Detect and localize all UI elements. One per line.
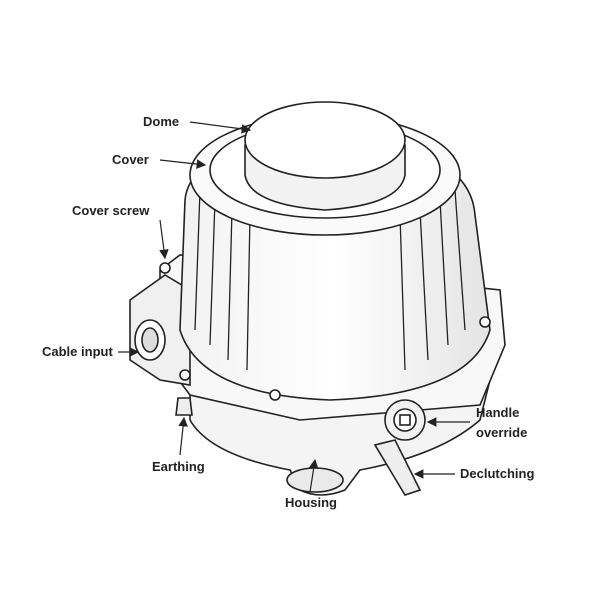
label-handle-override-line2: override — [476, 425, 528, 440]
leader-lines — [118, 121, 470, 493]
earthing-stud — [175, 397, 193, 416]
declutching-lever — [373, 439, 422, 496]
label-declutching: Declutching — [460, 466, 535, 481]
label-earthing: Earthing — [152, 459, 205, 474]
label-dome: Dome — [143, 114, 180, 129]
label-housing: Housing — [285, 495, 337, 510]
housing-boss — [286, 467, 344, 493]
actuator — [129, 101, 506, 496]
label-cover: Cover — [112, 152, 149, 167]
label-cable-input: Cable input — [42, 344, 113, 359]
cover-screw — [159, 262, 171, 274]
label-handle-override-line1: Handle — [476, 405, 520, 420]
label-cover-screw: Cover screw — [72, 203, 150, 218]
